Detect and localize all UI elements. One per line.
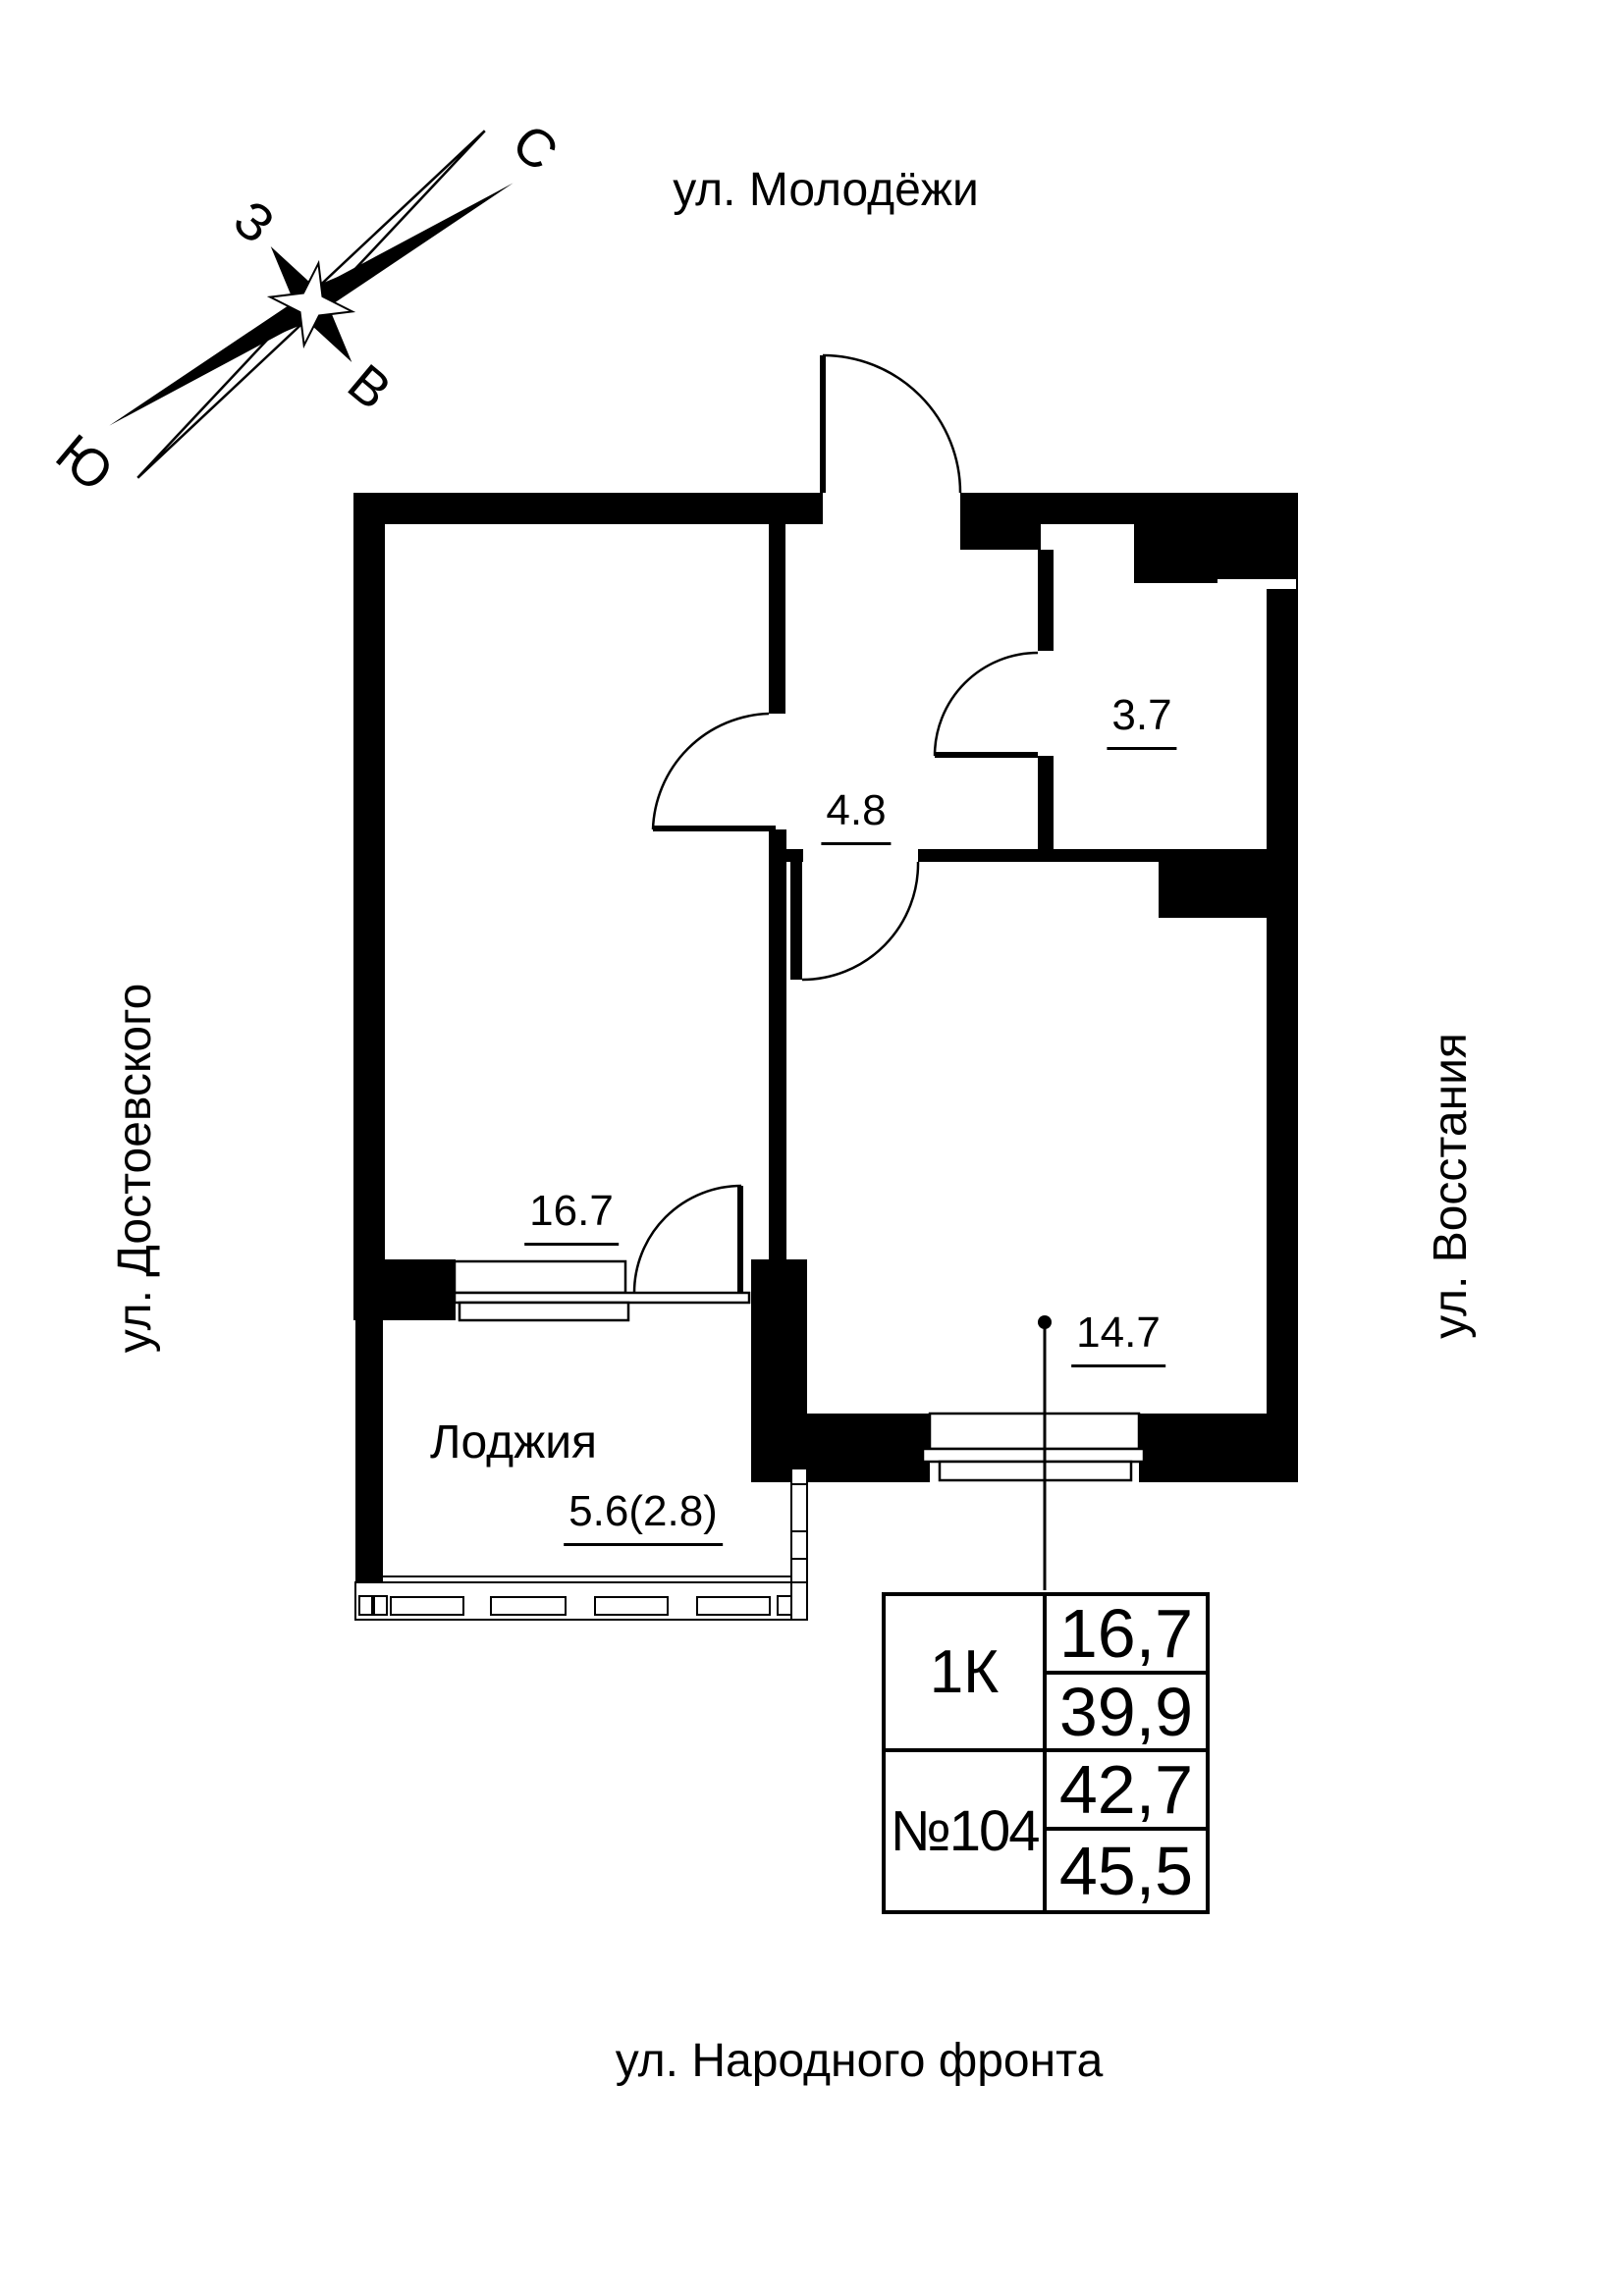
loggia-name-label: Лоджия bbox=[429, 1416, 598, 1468]
compass-star-diagonal-icon bbox=[266, 259, 356, 349]
loggia-living-divider-wall bbox=[751, 1259, 807, 1482]
room-left-door bbox=[651, 712, 776, 831]
loggia-area-label: 5.6(2.8) bbox=[564, 1490, 723, 1546]
entrance-door bbox=[820, 353, 962, 494]
hall-area-label: 4.8 bbox=[821, 789, 892, 845]
bottom-wall-right-part bbox=[1139, 1414, 1298, 1482]
bottom-wall-left-part bbox=[807, 1414, 930, 1482]
compass-east-label: В bbox=[337, 353, 402, 421]
street-label-right: ул. Восстания bbox=[1425, 1033, 1477, 1339]
bath-area-label: 3.7 bbox=[1107, 694, 1177, 750]
living-area-cell: 16,7 bbox=[1047, 1596, 1206, 1675]
top-right-niche-slit bbox=[1217, 579, 1296, 589]
living-room-door bbox=[790, 861, 920, 982]
partition-bath-lower bbox=[1038, 756, 1054, 862]
living-room-window bbox=[921, 1412, 1146, 1482]
leader-line bbox=[1038, 1315, 1052, 1590]
area-cell: 42,7 bbox=[1047, 1752, 1206, 1831]
partition-room-hall-upper bbox=[769, 524, 785, 714]
compass-west-label: З bbox=[223, 189, 286, 255]
partition-room-hall-cap bbox=[769, 849, 803, 862]
loggia-left-wall bbox=[355, 1320, 383, 1582]
street-label-top: ул. Молодёжи bbox=[673, 164, 979, 216]
entrance-pier bbox=[960, 493, 1041, 550]
apartment-type-cell: 1К bbox=[886, 1596, 1047, 1752]
compass-north-label: С bbox=[502, 113, 568, 183]
partition-bath-upper bbox=[1038, 550, 1054, 651]
wall-hall-living bbox=[918, 849, 1267, 862]
street-label-left: ул. Достоевского bbox=[109, 983, 161, 1354]
leader-dot bbox=[1038, 1315, 1052, 1329]
right-pilaster bbox=[1159, 862, 1267, 918]
loggia-door bbox=[632, 1184, 743, 1294]
area-no-loggia-cell: 39,9 bbox=[1047, 1675, 1206, 1752]
room-left-area-label: 16.7 bbox=[524, 1190, 619, 1246]
room-left-window bbox=[453, 1259, 751, 1322]
top-wall-mid bbox=[1041, 493, 1134, 524]
room-bottom-wall-chunk bbox=[353, 1259, 456, 1320]
apartment-number-cell: №104 bbox=[886, 1752, 1047, 1910]
room-right-area-label: 14.7 bbox=[1071, 1311, 1165, 1367]
compass-south-label: Ю bbox=[45, 423, 124, 503]
left-wall bbox=[353, 493, 385, 1320]
loggia-glazing bbox=[354, 1468, 808, 1621]
total-area-cell: 45,5 bbox=[1058, 1832, 1194, 1909]
partition-room-hall-lower bbox=[769, 829, 786, 1259]
top-wall-left bbox=[353, 493, 823, 524]
bath-door bbox=[933, 651, 1039, 758]
apartment-info-table: 1К 16,7 39,9 №104 42,7 45,5 bbox=[882, 1592, 1210, 1914]
street-label-bottom: ул. Народного фронта bbox=[615, 2035, 1104, 2087]
right-wall bbox=[1267, 493, 1298, 1482]
